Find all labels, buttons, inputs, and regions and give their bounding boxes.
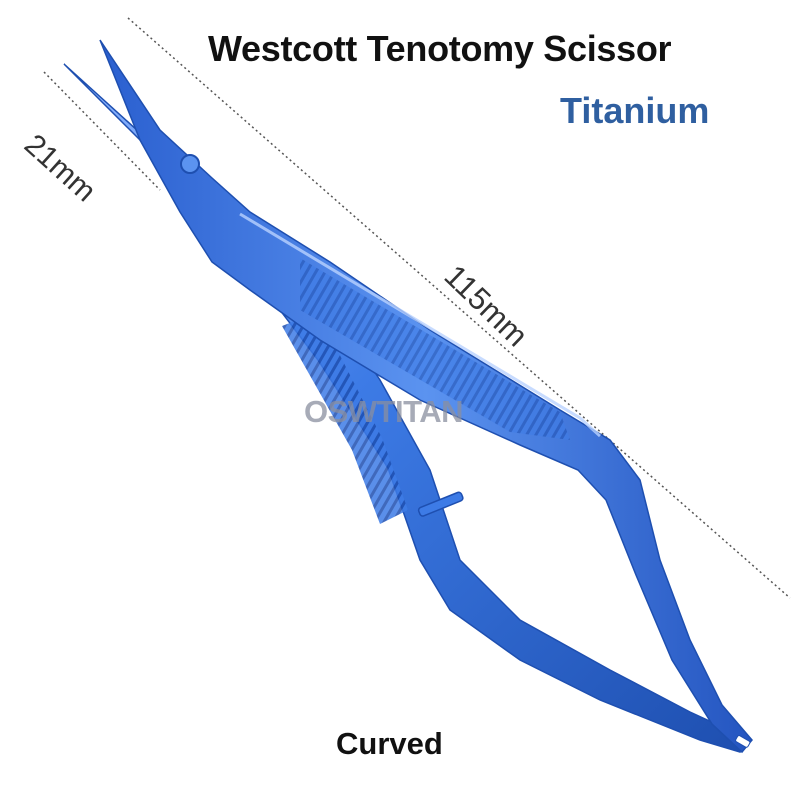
watermark: OSWTITAN [304, 394, 464, 429]
product-title: Westcott Tenotomy Scissor [208, 28, 672, 69]
scissor-grip-upper [300, 258, 570, 440]
stop-pin [417, 491, 464, 517]
handle-slot [735, 735, 751, 748]
pivot-screw [180, 154, 200, 174]
material-label: Titanium [560, 90, 710, 131]
tip-type-caption: Curved [336, 726, 443, 761]
scissor-grip-lower [282, 312, 408, 524]
dimension-line-long [127, 17, 791, 599]
scissor-highlight [239, 212, 602, 438]
scissor-upper-arm [99, 39, 753, 754]
